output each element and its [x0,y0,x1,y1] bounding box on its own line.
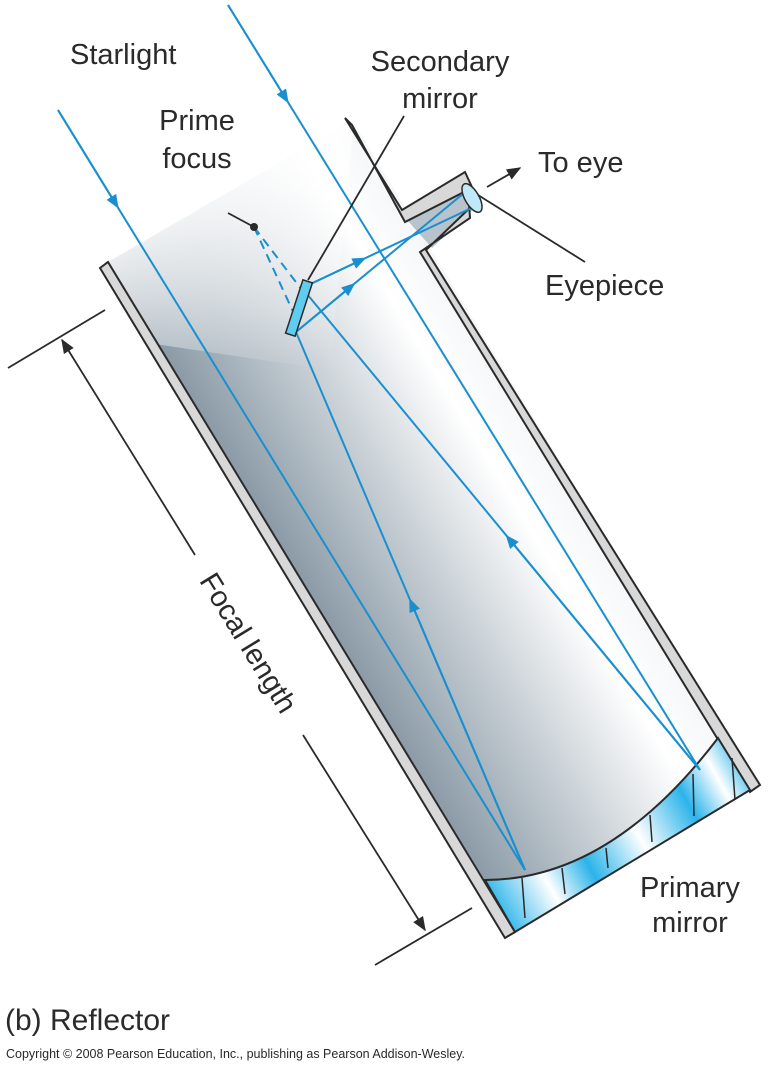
light-rays [57,4,701,871]
figure-caption: (b) Reflector [5,1004,170,1037]
eyepiece-lens [461,182,483,214]
prime-focus-dashed-ray [253,226,297,319]
telescope-tube [60,60,762,940]
label-prime-focus-line2: focus [162,143,231,175]
label-primary-mirror-line1: Primary [640,872,740,904]
tube-right-wall [344,117,762,794]
starlight-ray-right [227,4,701,771]
primary-mirror [483,736,752,934]
focal-length-dimension [7,309,473,966]
label-to-eye: To eye [538,147,623,179]
label-starlight: Starlight [70,39,176,71]
label-eyepiece: Eyepiece [545,270,664,302]
label-primary-mirror-line2: mirror [652,907,728,939]
label-focal-length: Focal length [193,568,303,719]
to-eye-arrow [486,167,522,188]
leader-lines [227,115,586,281]
label-secondary-mirror-line2: mirror [402,83,478,115]
secondary-mirror [284,278,314,338]
label-secondary-mirror-line1: Secondary [371,46,510,78]
label-prime-focus-line1: Prime [159,105,235,137]
starlight-ray-left [57,109,526,871]
copyright-notice: Copyright © 2008 Pearson Education, Inc.… [6,1047,465,1061]
